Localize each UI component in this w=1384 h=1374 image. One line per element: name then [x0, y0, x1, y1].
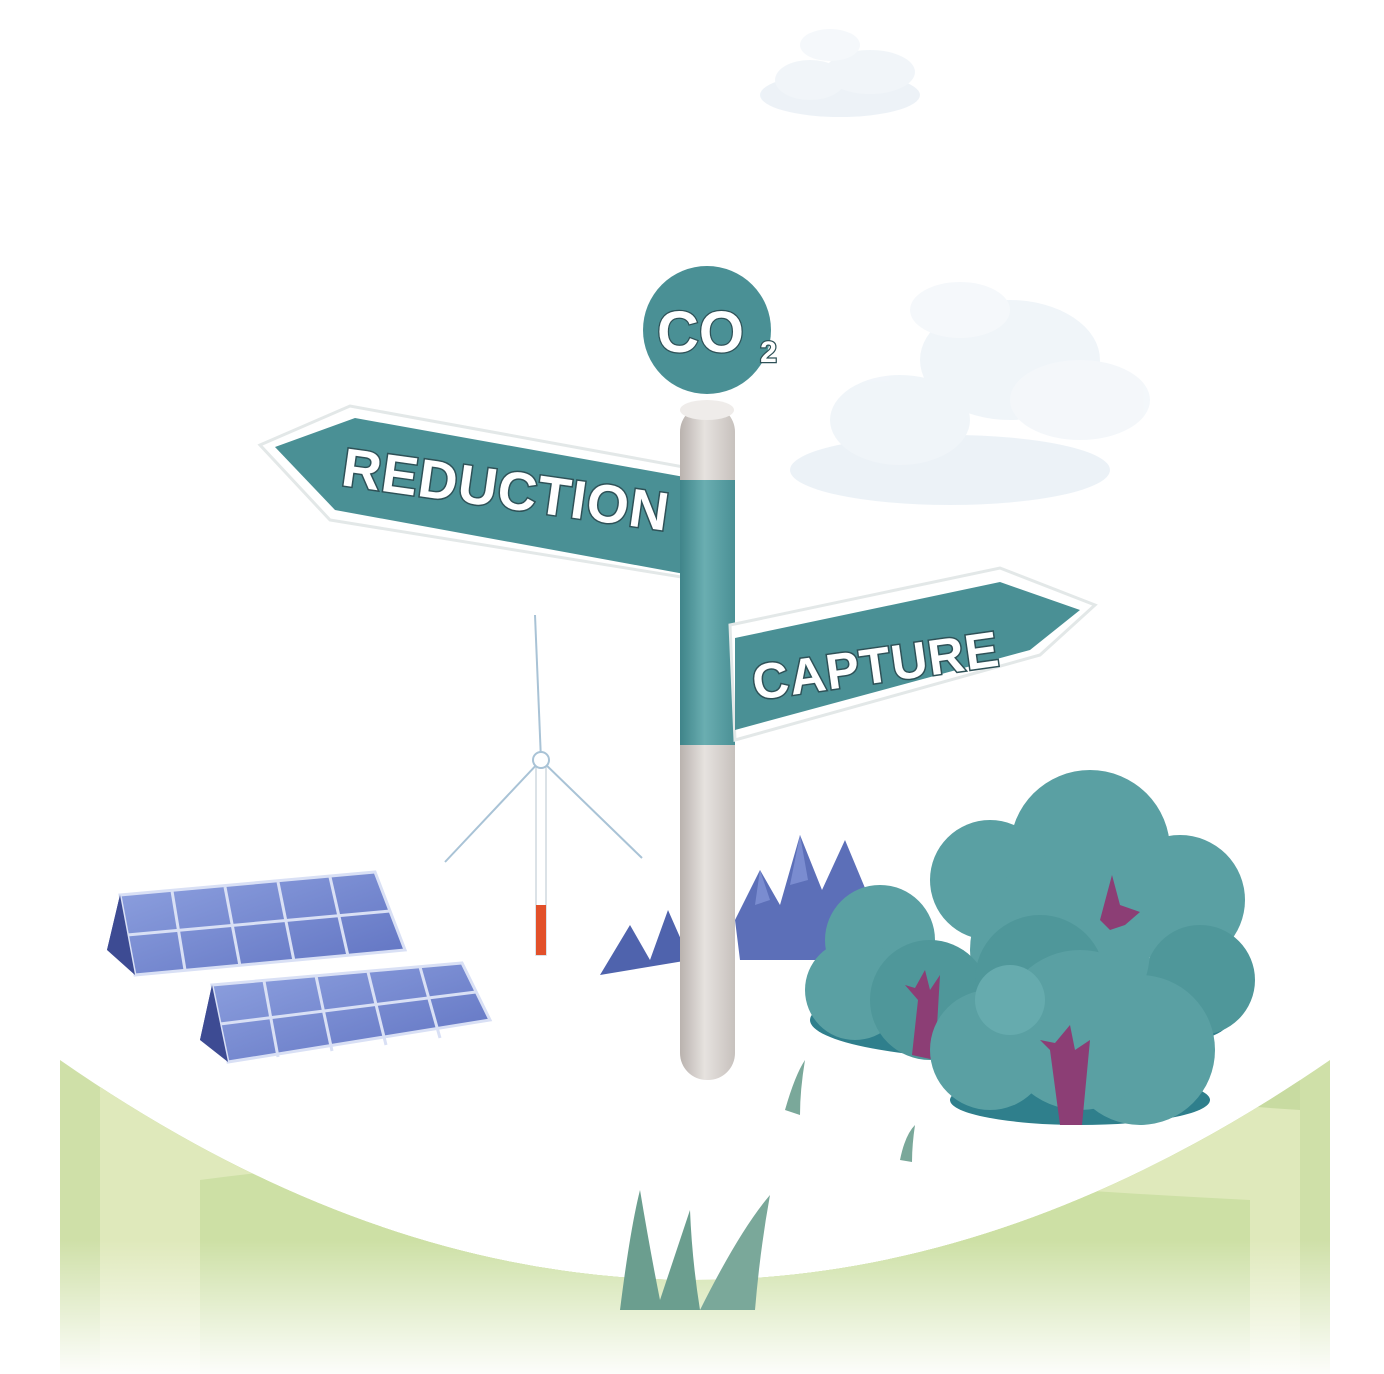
cloud-right — [790, 282, 1150, 505]
grass-tufts — [620, 1060, 915, 1310]
co2-label: CO 2 — [657, 300, 777, 369]
solar-panel-back — [107, 870, 408, 977]
cloud-top — [760, 29, 920, 117]
co2-label-subscript: 2 — [760, 336, 777, 369]
reduction-sign: REDUCTION — [257, 404, 702, 582]
solar-panel-front — [200, 961, 493, 1064]
co2-badge: CO 2 — [637, 260, 778, 400]
capture-sign: CAPTURE — [728, 566, 1098, 742]
signpost-pole — [680, 400, 735, 1080]
wind-turbine — [444, 614, 643, 956]
co2-label-main: CO — [657, 300, 744, 365]
trees — [805, 770, 1255, 1125]
